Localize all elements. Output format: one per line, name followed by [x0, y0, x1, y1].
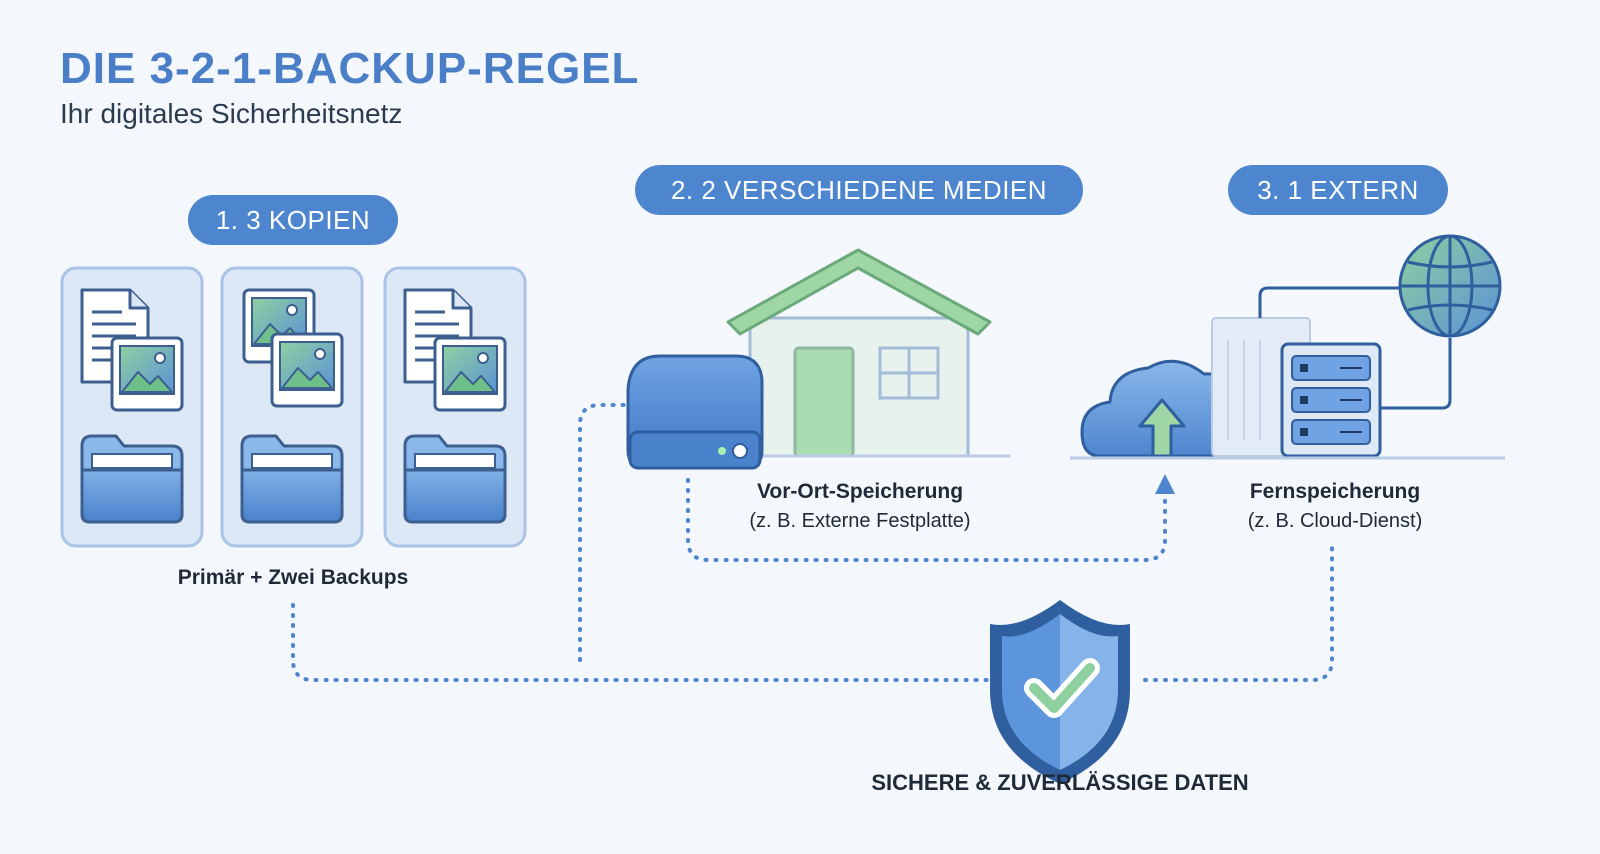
- offsite-title: Fernspeicherung: [1249, 480, 1421, 503]
- house-icon: [710, 248, 1010, 458]
- result-caption-text: SICHERE & ZUVERLÄSSIGE DATEN: [871, 770, 1249, 795]
- step-1-pill: 1. 3 KOPIEN: [188, 195, 398, 245]
- result-caption: SICHERE & ZUVERLÄSSIGE DATEN: [800, 770, 1320, 796]
- copies-caption-text: Primär + Zwei Backups: [177, 566, 409, 589]
- server-rack-icon: [1070, 342, 1505, 460]
- dotted-connectors: [291, 403, 1334, 682]
- page-title: DIE 3-2-1-BACKUP-REGEL: [60, 44, 640, 93]
- onsite-title: Vor-Ort-Speicherung: [756, 480, 964, 503]
- folder-icon: [403, 434, 507, 524]
- image-icon: [270, 332, 344, 408]
- copy-card-1: [60, 266, 204, 548]
- offsite-detail: (z. B. Cloud-Dienst): [1247, 510, 1423, 532]
- copy-card-2: [220, 266, 364, 548]
- offsite-label: Fernspeicherung (z. B. Cloud-Dienst): [1190, 480, 1480, 533]
- folder-icon: [80, 434, 184, 524]
- step-2-pill: 2. 2 VERSCHIEDENE MEDIEN: [635, 165, 1083, 215]
- connector-copies-to-shield: [291, 603, 992, 682]
- shield-check-icon: [990, 600, 1130, 784]
- connector-drive-branch: [578, 403, 630, 662]
- page-subtitle: Ihr digitales Sicherheitsnetz: [60, 98, 403, 129]
- step-3-pill: 3. 1 EXTERN: [1228, 165, 1448, 215]
- image-icon: [433, 336, 507, 412]
- connector-remote-to-shield: [1143, 546, 1334, 682]
- folder-icon: [240, 434, 344, 524]
- onsite-label: Vor-Ort-Speicherung (z. B. Externe Festp…: [680, 480, 1040, 533]
- globe-icon: [1398, 234, 1502, 338]
- onsite-detail: (z. B. Externe Festplatte): [749, 510, 971, 532]
- copies-caption: Primär + Zwei Backups: [113, 566, 473, 590]
- arrow-up-icon: [1155, 474, 1175, 494]
- network-lines: [1258, 286, 1452, 410]
- external-drive-icon: [626, 354, 764, 470]
- image-icon: [110, 336, 184, 412]
- connector-drive-to-cloud: [686, 478, 1167, 562]
- copy-card-3: [383, 266, 527, 548]
